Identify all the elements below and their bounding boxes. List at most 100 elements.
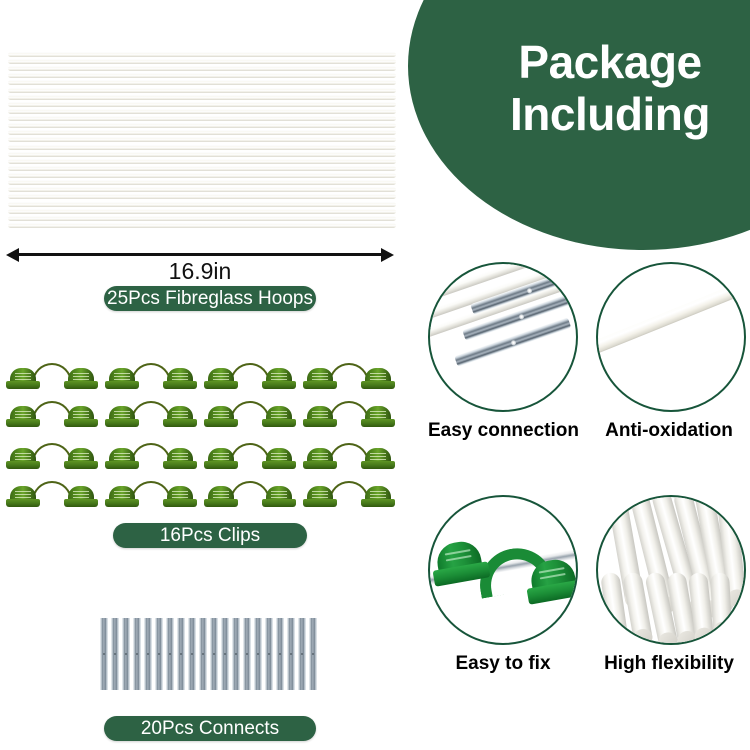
clip-right	[163, 486, 197, 507]
clip-right	[262, 448, 296, 469]
title-line-1: Package	[518, 36, 702, 88]
clip-pair	[204, 400, 296, 427]
clip-pair	[6, 442, 98, 469]
clip-left	[204, 406, 238, 427]
label-pill-connects: 20Pcs Connects	[104, 716, 316, 741]
clip-right	[163, 448, 197, 469]
fibreglass-rod-stack	[8, 52, 396, 230]
connector-tube	[144, 618, 152, 690]
fibreglass-rod	[8, 173, 396, 179]
clip-right	[64, 486, 98, 507]
clip-right	[361, 406, 395, 427]
connector-tube	[100, 618, 108, 690]
rods-with-connectors-icon	[428, 262, 578, 412]
clip-left	[6, 486, 40, 507]
clip-left	[303, 448, 337, 469]
white-rod	[710, 572, 733, 640]
title-line-2: Including	[510, 88, 710, 140]
connector-tube	[232, 618, 240, 690]
page-title: Package Including	[470, 36, 750, 140]
feature-label: Easy to fix	[455, 653, 551, 674]
fibreglass-rod	[8, 101, 396, 107]
fibreglass-rod	[8, 194, 396, 200]
fibreglass-rod	[8, 165, 396, 171]
clip-right	[262, 368, 296, 389]
dimension-bar	[17, 253, 383, 256]
dimension-arrow	[6, 248, 394, 262]
clip-left	[204, 448, 238, 469]
clip-left	[303, 486, 337, 507]
clip-left	[105, 368, 139, 389]
fibreglass-rod	[8, 187, 396, 193]
feature-anti-oxidation: Anti-oxidation	[596, 262, 746, 442]
clip-left	[6, 406, 40, 427]
clip-pair	[105, 400, 197, 427]
fibreglass-rod	[8, 73, 396, 79]
fibreglass-rod	[8, 180, 396, 186]
clip-pair	[204, 442, 296, 469]
clip-right	[163, 368, 197, 389]
clip-left	[6, 448, 40, 469]
clip-right	[262, 486, 296, 507]
clip-left	[105, 448, 139, 469]
clip-left	[105, 406, 139, 427]
fibreglass-rod	[8, 201, 396, 207]
connector-tube	[188, 618, 196, 690]
clip-pair	[204, 362, 296, 389]
clip-right	[64, 368, 98, 389]
fibreglass-rod	[8, 108, 396, 114]
clip-pair	[105, 480, 197, 507]
arrow-right-head	[381, 248, 394, 262]
clip-left	[105, 486, 139, 507]
clip-left	[303, 406, 337, 427]
clip-right	[262, 406, 296, 427]
clip-left	[204, 486, 238, 507]
clip-pair	[303, 400, 395, 427]
arrow-left-head	[6, 248, 19, 262]
clip-pair	[105, 442, 197, 469]
feature-easy-to-fix: Easy to fix	[428, 495, 578, 675]
fibreglass-rod	[8, 66, 396, 72]
clip-pair	[303, 362, 395, 389]
clip-left	[6, 368, 40, 389]
feature-label: Easy connection	[428, 420, 579, 441]
connector-tube	[276, 618, 284, 690]
connector-tube	[122, 618, 130, 690]
clips-grid	[6, 362, 406, 507]
connector-tube	[265, 618, 273, 690]
clip-right	[361, 486, 395, 507]
green-clip-on-rod-icon	[428, 495, 578, 645]
fibreglass-rod	[8, 151, 396, 157]
connector-tube	[133, 618, 141, 690]
rod-bundle-icon	[596, 495, 746, 645]
clip-pair	[6, 400, 98, 427]
clip-pair	[303, 480, 395, 507]
clip-pair	[6, 480, 98, 507]
connector-tube	[309, 618, 317, 690]
fibreglass-rod	[8, 208, 396, 214]
clip-left	[204, 368, 238, 389]
feature-easy-connection: Easy connection	[428, 262, 579, 442]
dimension-label: 16.9in	[168, 258, 232, 284]
clip-right	[361, 448, 395, 469]
connector-tube	[155, 618, 163, 690]
fibreglass-rod	[8, 215, 396, 221]
fibreglass-rod	[8, 158, 396, 164]
clip-right	[64, 448, 98, 469]
fibreglass-rod	[8, 80, 396, 86]
connector-tube	[166, 618, 174, 690]
connector-tube	[210, 618, 218, 690]
fibreglass-rod	[8, 222, 396, 228]
clip-pair	[105, 362, 197, 389]
connector-tube	[199, 618, 207, 690]
feature-label: Anti-oxidation	[605, 420, 733, 441]
connector-tube	[177, 618, 185, 690]
fibreglass-rod	[8, 87, 396, 93]
clip-right	[64, 406, 98, 427]
fibreglass-rod	[8, 59, 396, 65]
clip-pair	[303, 442, 395, 469]
connectors-row	[100, 618, 320, 690]
fibreglass-rod	[8, 116, 396, 122]
connector-tube	[111, 618, 119, 690]
